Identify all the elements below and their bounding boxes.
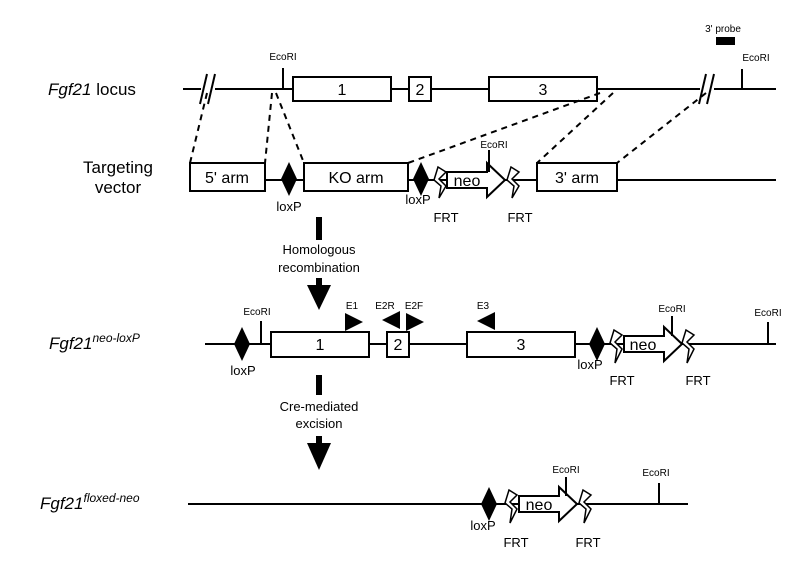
locus-label: Fgf21 locus [48,80,136,99]
exon-2-label: 2 [416,82,425,99]
step2-line1: Cre-mediated [280,399,359,414]
frt-label: FRT [575,535,600,550]
vector-label-1: Targeting [83,158,153,177]
frt-bolt [504,488,519,524]
three-prime-arm: 3' arm [536,162,618,192]
step-cre-excision: Cre-mediated excision [280,375,359,470]
frt-bolt [506,165,521,199]
five-prime-arm-label: 5' arm [205,170,249,187]
neo-label: neo [526,497,553,514]
loxp-label: loxP [577,357,602,372]
locus-break-right [698,73,715,105]
step1-line1: Homologous [283,242,356,257]
ecori-label: EcoRI [642,468,669,479]
ecori-label: EcoRI [269,52,296,63]
loxp-label: loxP [470,518,495,533]
primer-e2r-label: E2R [375,301,394,312]
frt-label: FRT [685,373,710,388]
ecori-label: EcoRI [658,304,685,315]
frt-label: FRT [503,535,528,550]
ecori-label: EcoRI [754,308,781,319]
floxed-label: Fgf21floxed-neo [40,491,140,513]
step-homologous-recombination: Homologous recombination [278,217,360,310]
probe-label: 3' probe [705,24,741,35]
loxp-diamond [234,327,250,361]
step2-line2: excision [296,416,343,431]
probe-bar [716,37,735,45]
loxp-diamond [481,487,497,521]
five-prime-arm: 5' arm [189,162,266,192]
neo-cassette: neo [518,484,579,524]
frt-label: FRT [609,373,634,388]
exon-2: 2 [386,331,410,358]
three-prime-arm-label: 3' arm [555,170,599,187]
frt-bolt [609,328,624,364]
frt-label: FRT [507,210,532,225]
primer-e3-label: E3 [477,301,490,312]
ko-arm: KO arm [303,162,409,192]
homology-lines [189,92,707,164]
neoloxp-label: Fgf21neo-loxP [49,331,140,353]
ko-arm-label: KO arm [328,170,383,187]
neo-label: neo [454,173,481,190]
primer-e1-label: E1 [346,301,359,312]
primers: E1 E2R E2F E3 [345,301,495,331]
floxed-row: Fgf21floxed-neo loxP FRT neo EcoRI FRT E… [40,465,688,550]
frt-bolt [433,165,448,199]
loxp-label: loxP [405,192,430,207]
ecori-label: EcoRI [552,465,579,476]
exon-1-label: 1 [338,82,347,99]
exon-2: 2 [408,76,432,102]
loxp-diamond [281,162,297,196]
down-arrow [307,443,331,470]
neoloxp-row: Fgf21neo-loxP loxP EcoRI 1 2 3 E1 E2R E2… [49,301,782,388]
exon-1: 1 [292,76,392,102]
neo-cassette: neo [446,160,507,200]
exon-3-label: 3 [539,82,548,99]
frt-bolt [578,488,593,524]
loxp-diamond [413,162,429,196]
exon-1-label: 1 [316,337,325,354]
primer-e2f-label: E2F [405,301,423,312]
neo-cassette: neo [623,324,684,364]
ecori-label: EcoRI [243,307,270,318]
exon-3-label: 3 [517,337,526,354]
neo-label: neo [630,337,657,354]
exon-3: 3 [466,331,576,358]
exon-2-label: 2 [394,337,403,354]
ecori-label: EcoRI [742,53,769,64]
loxp-label: loxP [230,363,255,378]
vector-row: Targeting vector 5' arm loxP KO arm loxP… [83,140,776,225]
vector-label-2: vector [95,178,142,197]
frt-label: FRT [433,210,458,225]
locus-row: Fgf21 locus EcoRI 1 2 3 3' [48,24,776,105]
exon-1: 1 [270,331,370,358]
loxp-diamond [589,327,605,361]
frt-bolt [681,328,696,364]
exon-3: 3 [488,76,598,102]
locus-break-left [199,73,216,105]
ecori-label: EcoRI [480,140,507,151]
down-arrow [307,285,331,310]
step1-line2: recombination [278,260,360,275]
loxp-label: loxP [276,199,301,214]
